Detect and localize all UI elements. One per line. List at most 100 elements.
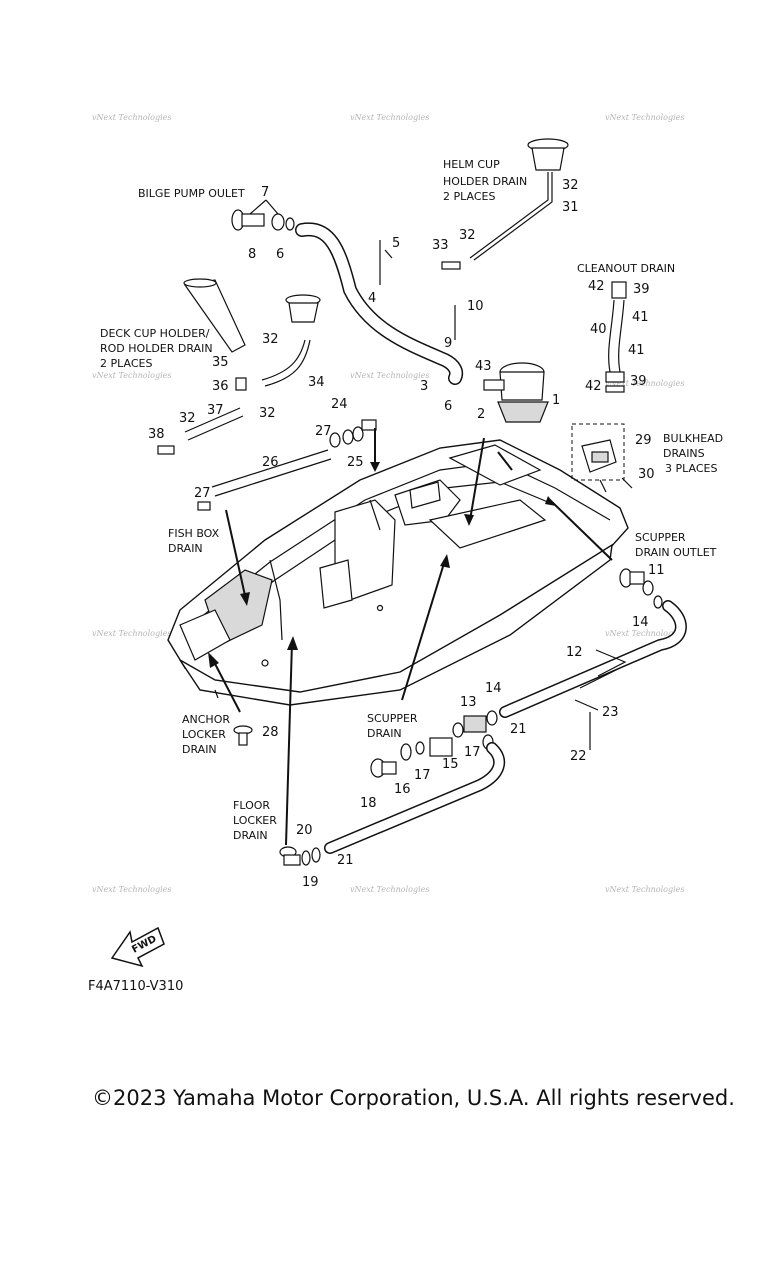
part-number: 6	[444, 399, 452, 414]
part-number: 35	[212, 355, 229, 370]
label-deck-cup-2: ROD HOLDER DRAIN	[100, 342, 213, 355]
part-number: 18	[360, 796, 377, 811]
deck-cup-holder	[285, 294, 321, 323]
anchor-drain-plug	[233, 725, 253, 746]
label-anchor-2: LOCKER	[182, 728, 226, 741]
floor-locker-drain-fitting	[279, 846, 321, 866]
part-number: 41	[632, 310, 649, 325]
part-number: 17	[414, 768, 431, 783]
cleanout-drain-assembly	[605, 281, 627, 393]
scupper-drain-assembly	[370, 710, 498, 778]
label-cleanout-drain: CLEANOUT DRAIN	[577, 262, 675, 275]
watermark: vNext Technologies	[92, 113, 171, 122]
label-floor: FLOOR	[233, 799, 270, 812]
watermark: vNext Technologies	[605, 629, 684, 638]
label-helm-cup-3: 2 PLACES	[443, 190, 495, 203]
label-scupper-drain-2: DRAIN	[367, 727, 402, 740]
label-deck-cup: DECK CUP HOLDER/	[100, 327, 210, 340]
label-anchor-3: DRAIN	[182, 743, 217, 756]
part-number: 32	[562, 178, 579, 193]
watermark: vNext Technologies	[350, 885, 429, 894]
bulkhead-drain-box	[571, 423, 625, 481]
part-number: 22	[570, 749, 587, 764]
watermark: vNext Technologies	[92, 629, 171, 638]
part-number: 31	[562, 200, 579, 215]
part-number: 29	[635, 433, 652, 448]
part-number: 27	[194, 486, 211, 501]
part-number: 20	[296, 823, 313, 838]
part-number: 33	[432, 238, 449, 253]
label-bilge-pump-outlet: BILGE PUMP OULET	[138, 187, 245, 200]
watermark: vNext Technologies	[605, 379, 684, 388]
scupper-outlet-fitting	[619, 568, 663, 609]
part-number: 6	[276, 247, 284, 262]
part-number: 26	[262, 455, 279, 470]
bilge-pump-outlet-fitting	[231, 209, 295, 231]
part-number: 39	[633, 282, 650, 297]
diagram-code: F4A7110-V310	[88, 979, 183, 994]
part-number: 2	[477, 407, 485, 422]
watermark: vNext Technologies	[350, 113, 429, 122]
part-number: 5	[392, 236, 400, 251]
label-deck-cup-3: 2 PLACES	[100, 357, 152, 370]
label-scupper-outlet: SCUPPER	[635, 531, 686, 544]
part-number: 21	[510, 722, 527, 737]
part-number: 3	[420, 379, 428, 394]
part-number: 42	[585, 379, 602, 394]
part-number: 42	[588, 279, 605, 294]
part-number: 36	[212, 379, 229, 394]
watermark: vNext Technologies	[605, 885, 684, 894]
part-number: 39	[630, 374, 647, 389]
part-number: 32	[459, 228, 476, 243]
watermark: vNext Technologies	[605, 113, 684, 122]
part-number: 8	[248, 247, 256, 262]
watermark: vNext Technologies	[92, 885, 171, 894]
part-number: 15	[442, 757, 459, 772]
label-bulkhead: BULKHEAD	[663, 432, 723, 445]
label-floor-2: LOCKER	[233, 814, 277, 827]
rod-holder	[183, 278, 246, 353]
part-number: 16	[394, 782, 411, 797]
part-number: 37	[207, 403, 224, 418]
copyright-text: ©2023 Yamaha Motor Corporation, U.S.A. A…	[92, 1086, 735, 1110]
bilge-pump	[483, 362, 549, 423]
label-scupper-drain: SCUPPER	[367, 712, 418, 725]
part-number: 14	[485, 681, 502, 696]
helm-cup-holder	[469, 138, 569, 261]
label-scupper-outlet-2: DRAIN OUTLET	[635, 546, 717, 559]
fwd-arrow-icon: FWD	[110, 926, 165, 968]
part-number: 7	[261, 185, 269, 200]
part-number: 19	[302, 875, 319, 890]
boat-hull	[167, 439, 629, 706]
part-number: 40	[590, 322, 607, 337]
label-fish-box-2: DRAIN	[168, 542, 203, 555]
part-number: 10	[467, 299, 484, 314]
part-number: 38	[148, 427, 165, 442]
part-number: 23	[602, 705, 619, 720]
part-number: 11	[648, 563, 665, 578]
part-number: 32	[262, 332, 279, 347]
label-fish-box: FISH BOX	[168, 527, 220, 540]
label-floor-3: DRAIN	[233, 829, 268, 842]
part-number: 27	[315, 424, 332, 439]
part-number: 30	[638, 467, 655, 482]
label-bulkhead-3: 3 PLACES	[665, 462, 717, 475]
label-bulkhead-2: DRAINS	[663, 447, 705, 460]
callout-arrows	[208, 428, 613, 846]
part-number: 13	[460, 695, 477, 710]
watermark: vNext Technologies	[92, 371, 171, 380]
label-helm-cup: HELM CUP	[443, 158, 500, 171]
part-number: 41	[628, 343, 645, 358]
part-number: 25	[347, 455, 364, 470]
part-number: 32	[179, 411, 196, 426]
bulkhead-fitting	[329, 419, 377, 448]
part-number: 4	[368, 291, 376, 306]
part-number: 24	[331, 397, 348, 412]
part-number: 12	[566, 645, 583, 660]
label-anchor: ANCHOR	[182, 713, 230, 726]
part-number: 1	[552, 393, 560, 408]
watermark: vNext Technologies	[350, 371, 429, 380]
part-number: 21	[337, 853, 354, 868]
part-number: 43	[475, 359, 492, 374]
